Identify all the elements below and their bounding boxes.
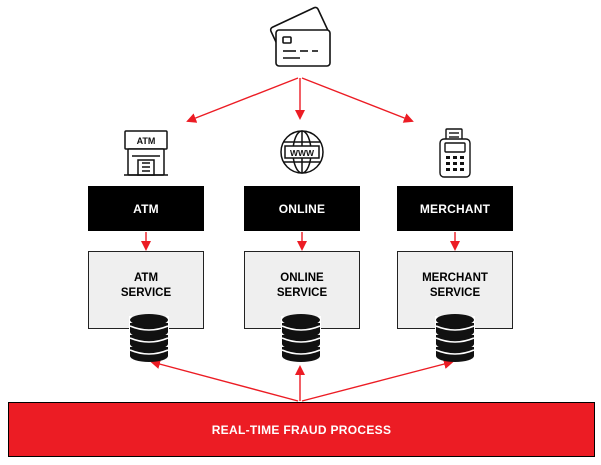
merchant-service-line2: SERVICE [429,287,481,299]
globe-www-icon: WWW [280,130,324,174]
fraud-process-label: REAL-TIME FRAUD PROCESS [211,422,392,437]
atm-machine-icon: ATM [124,130,168,176]
www-icon-text: WWW [290,148,315,158]
online-channel-label: ONLINE [278,201,326,216]
arrow-to-atm [186,77,299,123]
merchant-database-icon [435,314,475,362]
merchant-channel-box: MERCHANT [397,186,513,231]
banner-to-db-arrows [150,359,454,402]
merchant-channel-label: MERCHANT [419,201,491,216]
atm-database-icon [129,314,169,362]
atm-icon-text: ATM [137,136,156,146]
atm-channel-label: ATM [133,201,159,216]
online-database-icon [281,314,321,362]
credit-cards-icon [269,6,331,67]
arrow-banner-merchant-db [301,359,454,402]
channel-to-service-arrows [141,232,460,251]
online-channel-box: ONLINE [244,186,360,231]
atm-service-line2: SERVICE [120,287,172,299]
merchant-service-line1: MERCHANT [422,272,488,284]
atm-service-line1: ATM [133,272,159,284]
online-service-line2: SERVICE [276,287,328,299]
atm-channel-box: ATM [88,186,204,231]
fraud-process-banner: REAL-TIME FRAUD PROCESS [8,402,595,457]
arrow-banner-atm-db [150,359,299,402]
card-to-channel-arrows [186,77,414,123]
pos-terminal-icon [439,128,471,178]
online-service-line1: ONLINE [280,272,324,284]
arrow-to-merchant [301,77,414,123]
